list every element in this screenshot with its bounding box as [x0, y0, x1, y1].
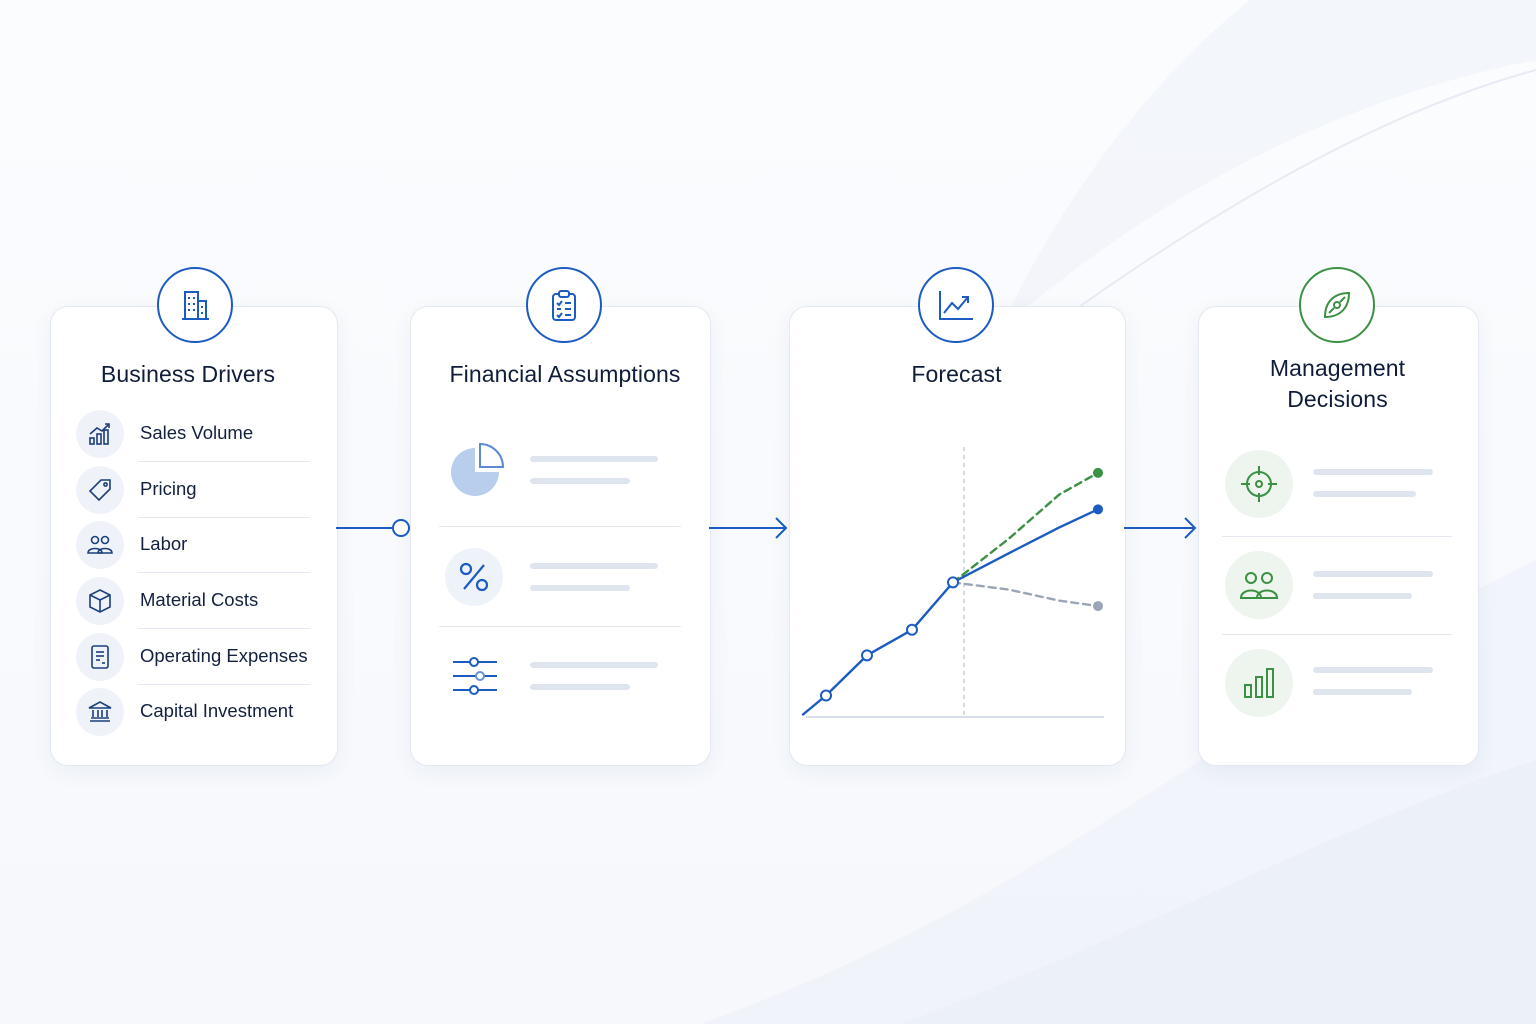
forecast-series-endpoint-2: [1093, 601, 1103, 612]
price-tag-icon: [76, 466, 124, 514]
driver-label: Material Costs: [140, 589, 259, 610]
building-icon: [157, 267, 233, 343]
divider: [138, 461, 310, 462]
forecast-series-endpoint-0: [1093, 504, 1103, 515]
forecast-series-line-0: [951, 508, 1100, 584]
placeholder-line: [530, 563, 658, 569]
driver-label: Labor: [140, 533, 188, 554]
divider: [138, 517, 310, 518]
divider: [138, 684, 310, 685]
management-decisions-title-line2: Decisions: [1287, 386, 1388, 412]
financial-assumptions-title: Financial Assumptions: [449, 361, 681, 387]
forecast-card: [789, 306, 1126, 766]
driver-label: Operating Expenses: [140, 645, 308, 666]
target-icon: [1225, 450, 1293, 518]
divider: [439, 526, 681, 527]
historical-data-point-0: [820, 689, 832, 702]
placeholder-line: [1313, 593, 1412, 599]
people-icon: [76, 521, 124, 569]
clipboard-checklist-icon: [526, 267, 602, 343]
driver-material-costs[interactable]: Material Costs: [76, 577, 312, 625]
placeholder-line: [530, 585, 630, 591]
forecast-title: Forecast: [911, 361, 1002, 387]
driver-label: Pricing: [140, 478, 197, 499]
business-drivers-title: Business Drivers: [100, 361, 276, 387]
forecast-series-line-1: [951, 471, 1100, 584]
driver-labor[interactable]: Labor: [76, 521, 312, 569]
arrow-assumptions-to-forecast: [709, 517, 788, 539]
receipt-icon: [76, 633, 124, 681]
sliders-icon: [450, 654, 500, 698]
driver-pricing[interactable]: Pricing: [76, 466, 312, 514]
connector-drivers-to-assumptions: [336, 519, 410, 537]
divider: [138, 628, 310, 629]
bank-icon: [76, 688, 124, 736]
placeholder-line: [1313, 667, 1433, 673]
driver-operating-expenses[interactable]: Operating Expenses: [76, 633, 312, 681]
placeholder-line: [1313, 469, 1433, 475]
bar-chart-up-icon: [76, 410, 124, 458]
forecast-series-line-2: [951, 581, 1100, 608]
trend-chart-icon: [918, 267, 994, 343]
divider: [138, 572, 310, 573]
divider: [1222, 634, 1452, 635]
historical-data-point-1: [861, 649, 873, 662]
bar-chart-icon: [1225, 649, 1293, 717]
driver-label: Sales Volume: [140, 422, 254, 443]
driver-sales-volume[interactable]: Sales Volume: [76, 410, 312, 458]
leaf-compass-icon: [1299, 267, 1375, 343]
historical-data-point-2: [906, 623, 918, 636]
forecast-chart: [801, 447, 1104, 718]
placeholder-line: [1313, 491, 1416, 497]
percent-icon: [445, 548, 503, 606]
forecast-series-endpoint-1: [1093, 467, 1103, 478]
historical-data-point-3: [947, 576, 959, 589]
placeholder-line: [1313, 571, 1433, 577]
pie-chart-icon: [446, 442, 504, 500]
box-icon: [76, 577, 124, 625]
management-decisions-title-line1: Management: [1269, 355, 1406, 381]
divider: [1222, 536, 1452, 537]
driver-capital-investment[interactable]: Capital Investment: [76, 688, 312, 736]
team-icon: [1225, 551, 1293, 619]
arrow-forecast-to-decisions: [1124, 517, 1197, 539]
driver-label: Capital Investment: [140, 700, 294, 721]
placeholder-line: [530, 662, 658, 668]
placeholder-line: [530, 684, 630, 690]
placeholder-line: [530, 456, 658, 462]
placeholder-line: [1313, 689, 1412, 695]
divider: [439, 626, 681, 627]
placeholder-line: [530, 478, 630, 484]
